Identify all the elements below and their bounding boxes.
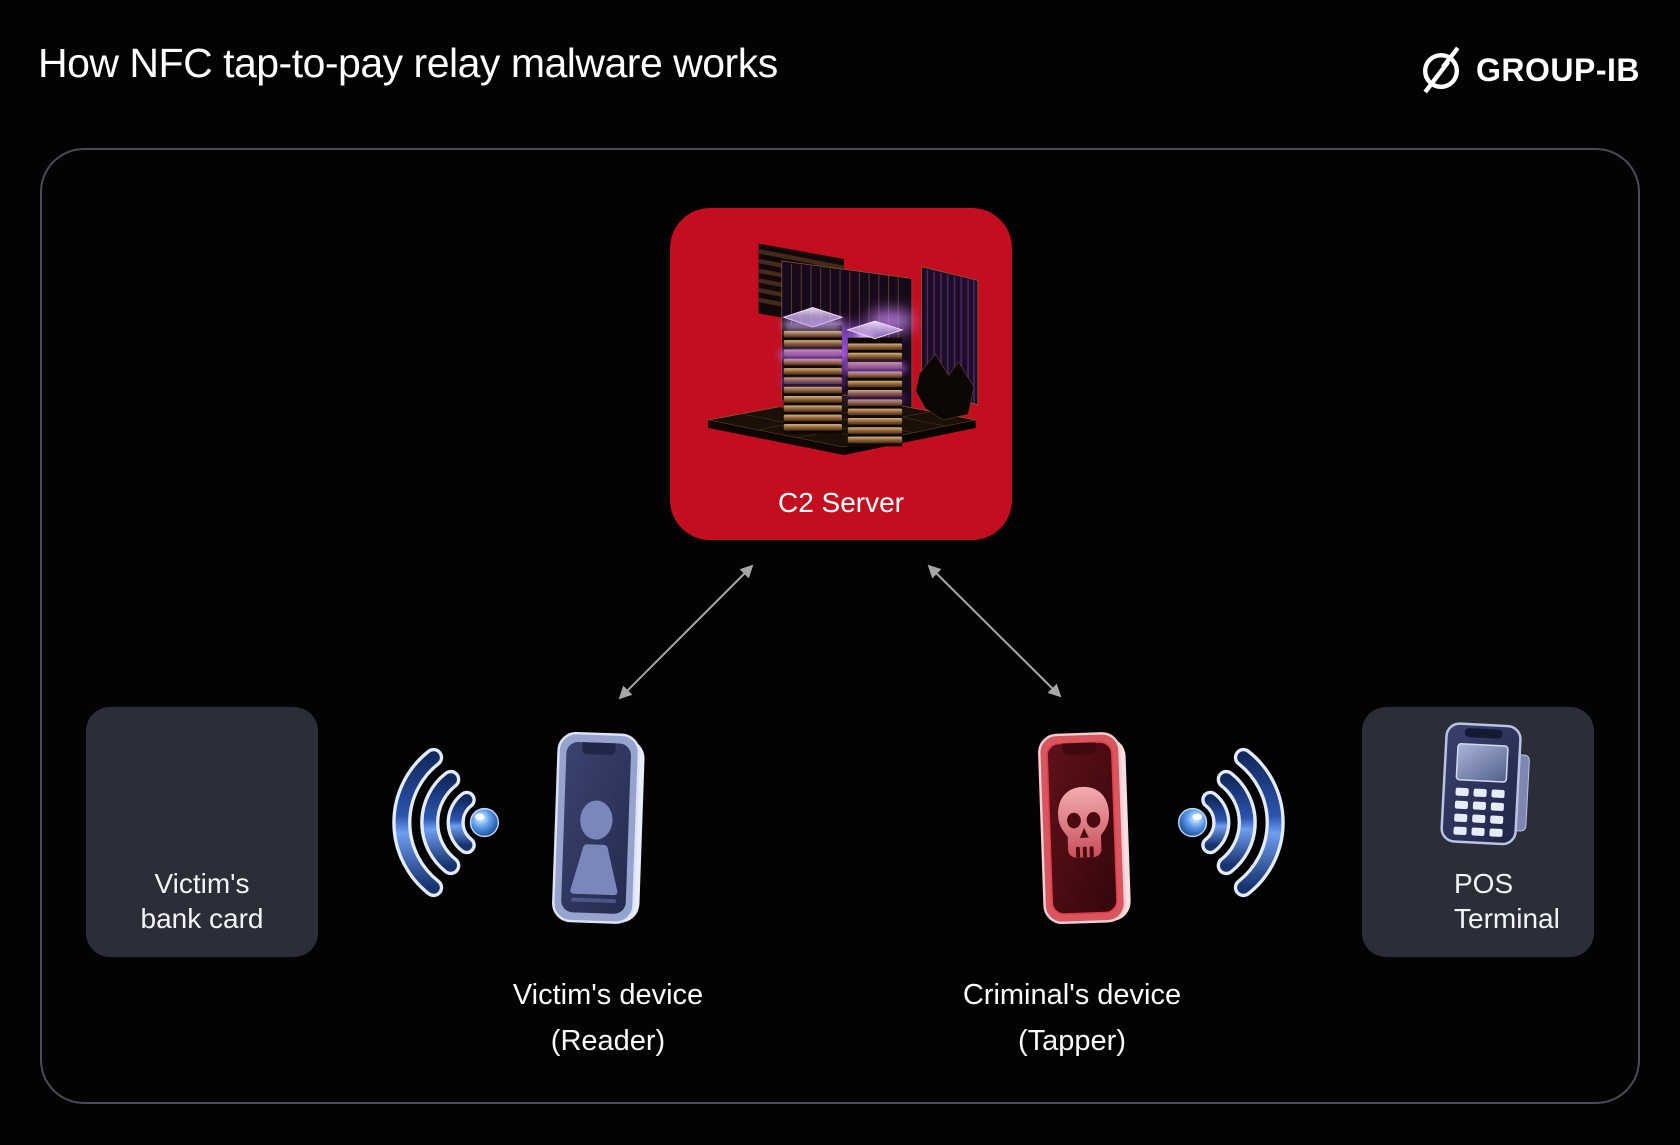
page-title: How NFC tap-to-pay relay malware works	[38, 40, 778, 86]
nfc-waves-right-icon	[1177, 747, 1285, 898]
c2-server-node: C2 Server	[670, 208, 1012, 540]
server-racks-icon	[708, 243, 979, 456]
victim-phone-icon	[552, 731, 645, 924]
pos-terminal-icon	[1440, 722, 1530, 846]
bank-card-node: Victim's bank card	[86, 707, 318, 957]
criminal-device-label: Criminal's device (Tapper)	[962, 979, 1182, 1057]
brand-logo: GROUP-IB	[1418, 46, 1640, 94]
group-ib-logo-icon	[1418, 46, 1464, 94]
criminal-phone-icon	[1038, 732, 1131, 925]
c2-server-label: C2 Server	[777, 487, 905, 518]
bank-card-label: Victim's bank card	[140, 868, 264, 934]
brand-name: GROUP-IB	[1476, 51, 1640, 88]
victim-device-label: Victim's device (Reader)	[512, 979, 704, 1057]
pos-terminal-node: POS Terminal	[1362, 707, 1594, 957]
pos-terminal-label: POS Terminal	[1454, 868, 1560, 934]
nfc-waves-left-icon	[392, 747, 500, 898]
diagram-frame	[40, 148, 1640, 1104]
